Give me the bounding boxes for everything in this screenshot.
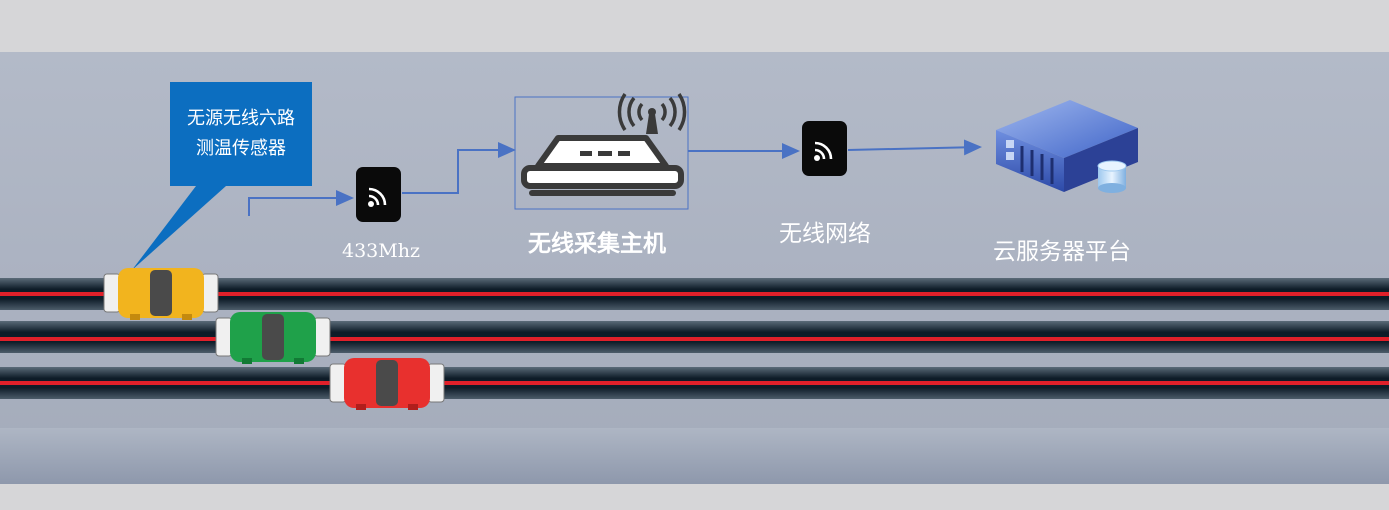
sensor-callout: 无源无线六路 测温传感器 (170, 82, 312, 186)
antenna-icon (617, 93, 687, 134)
sensor-yellow (103, 268, 219, 320)
host-label: 无线采集主机 (528, 231, 666, 257)
network-wifi-icon (802, 121, 847, 176)
wifi-signal-icon (356, 167, 401, 222)
cable-1 (0, 278, 1389, 310)
arrow-signal-to-host (402, 142, 516, 194)
cloud-label: 云服务器平台 (993, 239, 1131, 265)
cable-3 (0, 367, 1389, 399)
database-icon (1097, 160, 1127, 193)
arrow-network-to-cloud (847, 139, 982, 156)
network-label: 无线网络 (779, 221, 871, 247)
frequency-label: 433Mhz (342, 240, 420, 262)
sensor-callout-line1: 无源无线六路 (187, 108, 295, 129)
server-icon (996, 100, 1138, 192)
callout-pointer (132, 186, 226, 270)
arrow-sensor-to-signal (248, 190, 354, 216)
sensor-callout-line2: 测温传感器 (196, 138, 286, 159)
sensor-green (215, 312, 331, 364)
floor-band (0, 428, 1389, 484)
cable-2 (0, 321, 1389, 353)
wireless-host-icon (514, 96, 689, 210)
sensor-red (329, 358, 445, 410)
